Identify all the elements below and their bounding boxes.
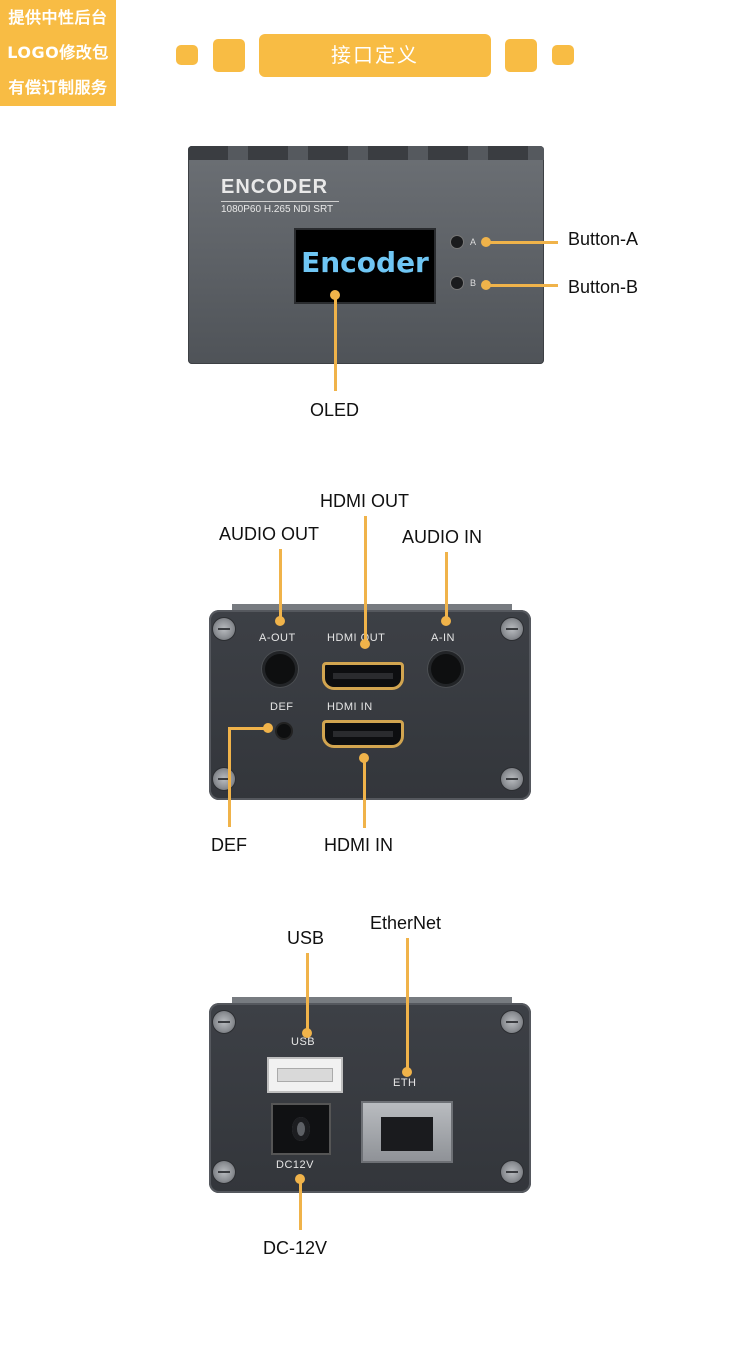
callout-dot xyxy=(263,723,273,733)
screw-icon xyxy=(501,618,523,640)
button-b xyxy=(451,277,463,289)
screw-icon xyxy=(213,1011,235,1033)
leader-line xyxy=(228,727,231,827)
leader-line xyxy=(486,284,558,287)
button-b-mark: B xyxy=(470,278,477,288)
label-a-out: A-OUT xyxy=(259,632,296,644)
screw-icon xyxy=(213,1161,235,1183)
enclosure-top-edge xyxy=(232,997,512,1005)
vent-grille xyxy=(188,146,544,160)
label-hdmi-in: HDMI IN xyxy=(327,701,373,713)
leader-line xyxy=(364,516,367,642)
section-title: 接口定义 xyxy=(259,34,491,77)
io-panel-audio-hdmi: A-OUT HDMI OUT A-IN DEF HDMI IN xyxy=(209,610,531,800)
button-a xyxy=(451,236,463,248)
decor-square xyxy=(176,45,198,65)
callout-audio-in: AUDIO IN xyxy=(402,527,483,547)
callout-audio-out: AUDIO OUT xyxy=(219,524,320,544)
screw-icon xyxy=(501,1161,523,1183)
leader-line xyxy=(299,1178,302,1230)
promo-line: 有偿订制服务 xyxy=(8,78,108,97)
callout-ethernet: EtherNet xyxy=(370,913,442,933)
leader-line xyxy=(230,727,266,730)
oled-text: Encoder xyxy=(301,246,429,279)
usb-port xyxy=(267,1057,343,1093)
label-a-in: A-IN xyxy=(431,632,455,644)
def-button-hole xyxy=(277,724,291,738)
callout-button-a: Button-A xyxy=(568,229,639,249)
label-eth: ETH xyxy=(393,1077,417,1089)
callout-hdmi-in: HDMI IN xyxy=(324,835,393,855)
button-a-mark: A xyxy=(470,237,477,247)
io-panel-usb-eth-dc: USB ETH DC12V xyxy=(209,1003,531,1193)
label-dc12v: DC12V xyxy=(276,1159,314,1171)
leader-line xyxy=(306,953,309,1031)
label-usb: USB xyxy=(291,1036,316,1048)
screw-icon xyxy=(501,768,523,790)
oled-display: Encoder xyxy=(294,228,436,304)
decor-square xyxy=(552,45,574,65)
callout-dot xyxy=(402,1067,412,1077)
leader-line xyxy=(334,295,337,391)
encoder-front-device: ENCODER 1080P60 H.265 NDI SRT Encoder A … xyxy=(188,146,544,364)
screw-icon xyxy=(213,768,235,790)
screw-icon xyxy=(213,618,235,640)
callout-dot xyxy=(302,1028,312,1038)
dc-power-jack xyxy=(271,1103,331,1155)
callout-usb: USB xyxy=(287,928,325,948)
leader-line xyxy=(279,549,282,619)
promo-line: LOGO修改包 xyxy=(7,43,109,62)
enclosure-top-edge xyxy=(232,604,512,612)
label-def: DEF xyxy=(270,701,294,713)
leader-line xyxy=(406,938,409,1070)
ethernet-port xyxy=(361,1101,453,1163)
audio-out-jack xyxy=(265,654,295,684)
callout-oled: OLED xyxy=(310,400,360,420)
leader-line xyxy=(486,241,558,244)
hdmi-in-port xyxy=(322,720,404,748)
leader-line xyxy=(363,758,366,828)
decor-square xyxy=(213,39,245,72)
callout-dot xyxy=(360,639,370,649)
callout-def: DEF xyxy=(211,835,247,855)
label-hdmi-out: HDMI OUT xyxy=(327,632,386,644)
promo-line: 提供中性后台 xyxy=(8,8,108,27)
leader-line xyxy=(445,552,448,619)
callout-hdmi-out: HDMI OUT xyxy=(320,491,409,511)
device-spec: 1080P60 H.265 NDI SRT xyxy=(221,204,334,215)
hdmi-out-port xyxy=(322,662,404,690)
callout-dot xyxy=(275,616,285,626)
device-brand: ENCODER xyxy=(221,176,329,198)
audio-in-jack xyxy=(431,654,461,684)
brand-underline xyxy=(221,201,339,202)
callout-dot xyxy=(441,616,451,626)
promo-badge: 提供中性后台 LOGO修改包 有偿订制服务 xyxy=(0,0,116,106)
callout-dc12v: DC-12V xyxy=(263,1238,328,1258)
callout-button-b: Button-B xyxy=(568,277,639,297)
screw-icon xyxy=(501,1011,523,1033)
decor-square xyxy=(505,39,537,72)
